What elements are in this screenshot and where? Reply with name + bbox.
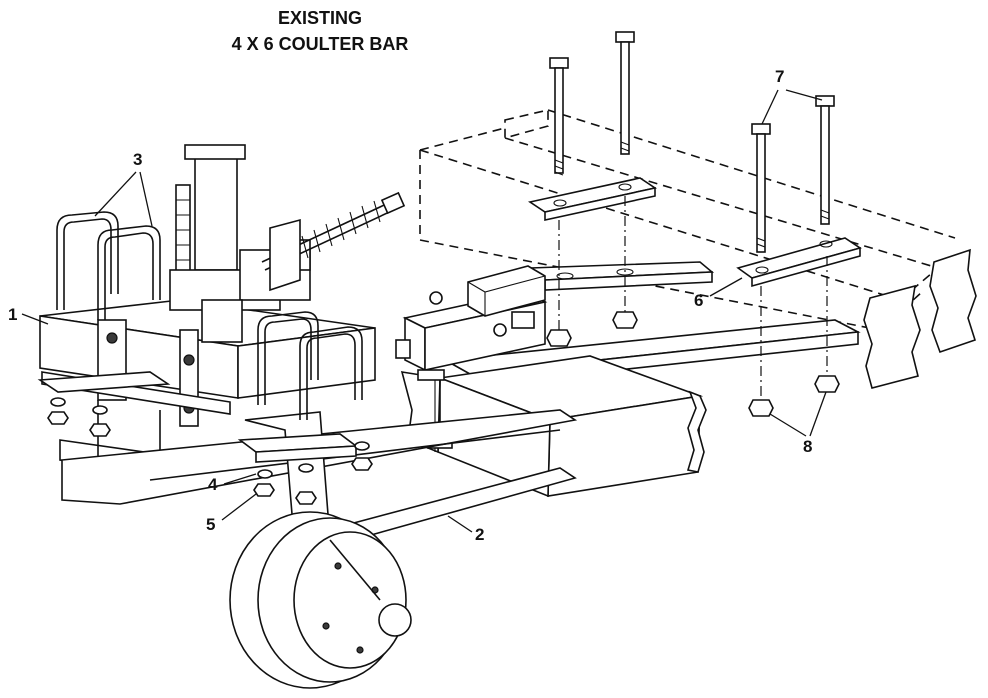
callout-label: 7 xyxy=(775,67,784,86)
u-bolt xyxy=(257,311,319,405)
hydraulic-cylinder xyxy=(169,144,311,343)
carriage-bolt xyxy=(751,123,771,253)
callout-label: 5 xyxy=(206,515,215,534)
carriage-bolt xyxy=(549,57,569,176)
title-line-1: EXISTING xyxy=(278,8,362,28)
bolt-plate xyxy=(527,177,658,221)
callout-label: 4 xyxy=(208,475,218,494)
callout-7: 7 xyxy=(761,67,823,125)
callout-label: 6 xyxy=(694,291,703,310)
callout-3: 3 xyxy=(94,150,153,227)
callout-4: 4 xyxy=(208,473,257,494)
title-line-2: 4 X 6 COULTER BAR xyxy=(232,34,409,54)
callout-5: 5 xyxy=(206,493,257,534)
clamp-plate xyxy=(37,371,359,463)
carriage-bolt xyxy=(815,95,835,225)
callout-label: 8 xyxy=(803,437,812,456)
u-bolt xyxy=(97,225,161,320)
callout-8: 8 xyxy=(769,391,827,456)
callout-label: 1 xyxy=(8,305,17,324)
callout-6: 6 xyxy=(694,277,743,310)
lock-washer xyxy=(50,397,370,479)
square-tube xyxy=(400,355,707,498)
existing-coulter-bar xyxy=(419,108,977,389)
u-bolt xyxy=(299,326,363,420)
callout-label: 2 xyxy=(475,525,484,544)
carriage-bolt xyxy=(615,31,635,155)
hex-nut xyxy=(546,311,840,417)
callout-label: 3 xyxy=(133,150,142,169)
hydraulic-valve-block xyxy=(395,265,548,372)
spring xyxy=(261,191,406,292)
callout-2: 2 xyxy=(447,515,484,544)
u-bolt xyxy=(56,211,119,310)
callout-1: 1 xyxy=(8,305,49,325)
hex-nut xyxy=(47,411,373,505)
bolt-plate xyxy=(736,237,862,288)
bolt-centerlines xyxy=(558,196,828,398)
gauge-wheel xyxy=(229,511,412,689)
